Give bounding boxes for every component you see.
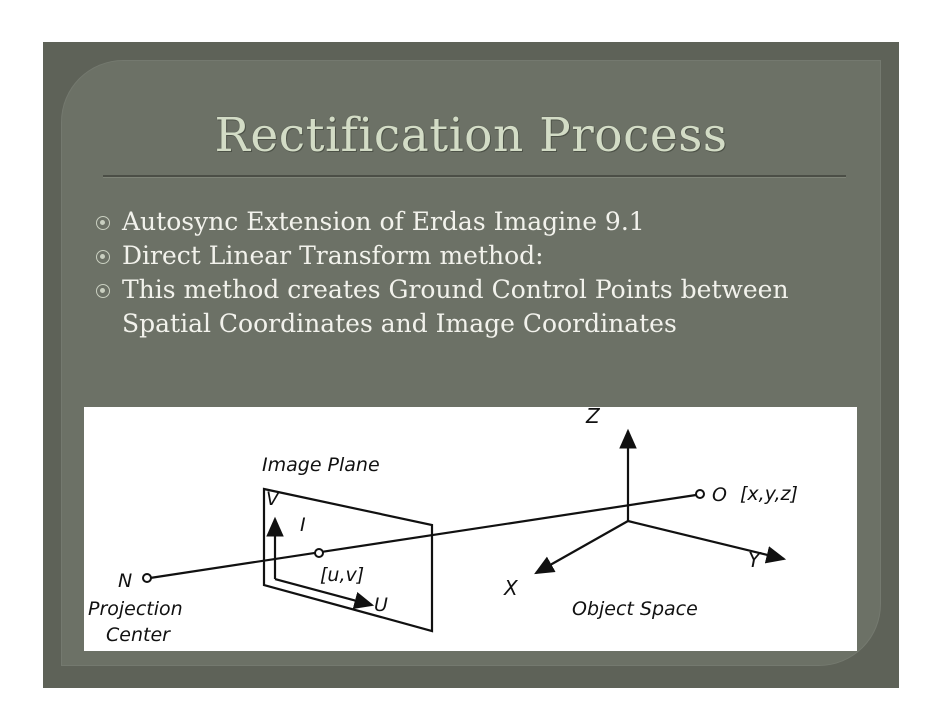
projection-center-n-label: N (118, 570, 132, 592)
image-point (314, 548, 324, 558)
bullet-text: Autosync Extension of Erdas Imagine 9.1 (122, 207, 645, 236)
object-point (695, 489, 705, 499)
y-axis-line (627, 519, 787, 564)
title-divider (103, 175, 846, 178)
projection-center-label-line2: Center (106, 624, 171, 646)
bullet-item: Direct Linear Transform method: (96, 239, 816, 273)
dlt-diagram-svg: Z Image Plane V I [u,v] U N Projection C… (88, 407, 798, 646)
bullet-list: Autosync Extension of Erdas Imagine 9.1 … (96, 205, 816, 341)
object-point-label: O (712, 484, 727, 506)
bullet-text: This method creates Ground Control Point… (122, 275, 789, 338)
projection-ray (149, 493, 697, 580)
bullet-circle-icon (96, 250, 110, 264)
bullet-text: Direct Linear Transform method: (122, 241, 544, 270)
x-axis-line (534, 520, 629, 575)
i-label: I (300, 514, 306, 536)
projection-center-point (142, 573, 152, 583)
bullet-item: This method creates Ground Control Point… (96, 273, 816, 341)
bullet-circle-icon (96, 284, 110, 298)
projection-center-label-line1: Projection (88, 598, 183, 620)
v-axis-label: V (266, 488, 281, 510)
z-axis-label: Z (585, 407, 601, 428)
u-axis-line (274, 577, 375, 609)
object-space-label: Object Space (572, 598, 698, 620)
image-point-label: [u,v] (320, 564, 364, 586)
slide-title: Rectification Process (214, 108, 728, 163)
image-plane-outline (262, 487, 434, 633)
x-axis-label: X (503, 576, 519, 600)
u-axis-label: U (374, 594, 388, 616)
dlt-diagram: Z Image Plane V I [u,v] U N Projection C… (84, 407, 857, 651)
bullet-circle-icon (96, 216, 110, 230)
image-plane-label: Image Plane (262, 454, 380, 476)
y-axis-label: Y (748, 548, 762, 572)
object-coordinates-label: [x,y,z] (740, 483, 798, 505)
bullet-item: Autosync Extension of Erdas Imagine 9.1 (96, 205, 816, 239)
